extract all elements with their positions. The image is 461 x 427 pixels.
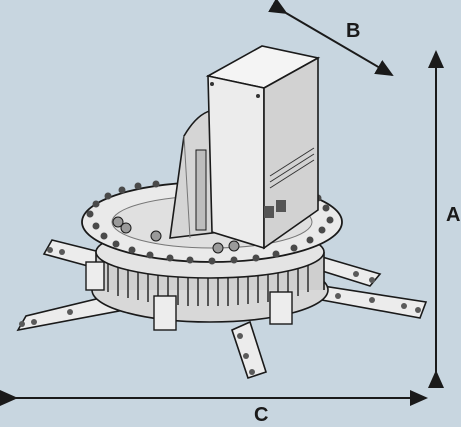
dimension-b-arrow [268,0,394,77]
electronics-box [205,45,321,250]
dimension-c-label: C [254,404,269,426]
dimension-a-label: A [446,204,461,226]
dimension-b-label: B [346,20,361,42]
